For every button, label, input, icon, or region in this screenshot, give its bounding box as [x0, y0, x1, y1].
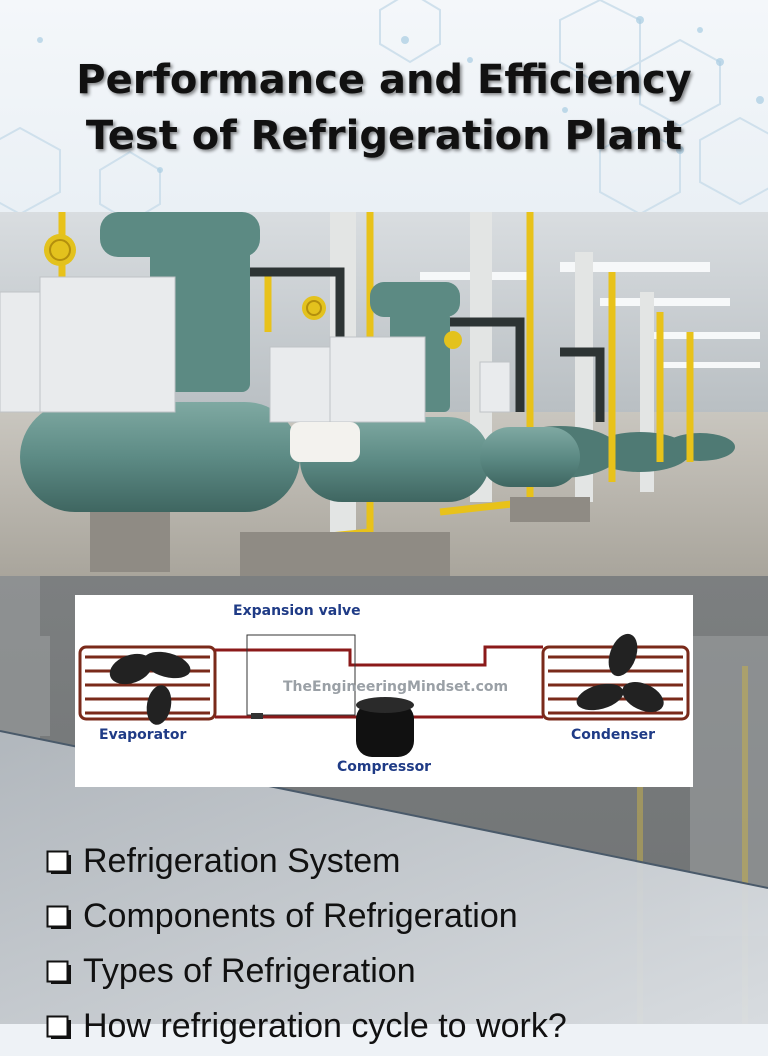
- slide-title: Performance and Efficiency Test of Refri…: [0, 52, 768, 164]
- list-item-text: Types of Refrigeration: [83, 952, 416, 990]
- watermark-text: TheEngineeringMindset.com: [283, 679, 509, 695]
- topic-list: Refrigeration System Components of Refri…: [46, 836, 567, 1056]
- checkbox-bullet-icon: [46, 960, 71, 984]
- list-item: Types of Refrigeration: [46, 946, 567, 1001]
- list-item: How refrigeration cycle to work?: [46, 1001, 567, 1056]
- checkbox-bullet-icon: [46, 850, 71, 874]
- condenser-label: Condenser: [571, 727, 656, 743]
- evaporator-label: Evaporator: [99, 727, 187, 743]
- refrigeration-plant-photo: [0, 212, 768, 576]
- checkbox-bullet-icon: [46, 905, 71, 929]
- title-line-1: Performance and Efficiency: [76, 57, 692, 103]
- list-item: Components of Refrigeration: [46, 891, 567, 946]
- list-item-text: Refrigeration System: [83, 842, 401, 880]
- compressor-label: Compressor: [337, 759, 432, 775]
- refrigeration-cycle-diagram: Expansion valve TheEngineeringMindset.co…: [75, 595, 693, 787]
- title-line-2: Test of Refrigeration Plant: [85, 113, 683, 159]
- hexagon-background: [0, 0, 768, 212]
- expansion-valve-label: Expansion valve: [233, 603, 361, 619]
- list-item-text: How refrigeration cycle to work?: [83, 1007, 567, 1045]
- list-item: Refrigeration System: [46, 836, 567, 891]
- checkbox-bullet-icon: [46, 1015, 71, 1039]
- list-item-text: Components of Refrigeration: [83, 897, 518, 935]
- slide-header: Performance and Efficiency Test of Refri…: [0, 0, 768, 212]
